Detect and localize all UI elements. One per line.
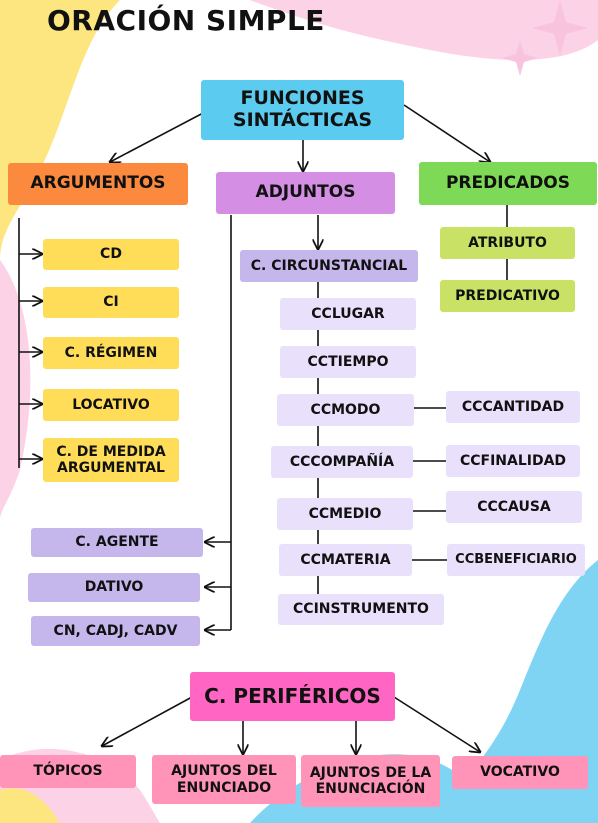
cc-medio: CCMEDIO bbox=[277, 498, 413, 530]
cc-modo: CCMODO bbox=[277, 394, 414, 426]
periferico-vocativo: VOCATIVO bbox=[452, 756, 588, 789]
pink-blob-left bbox=[0, 260, 31, 520]
argumento-medida: C. DE MEDIDA ARGUMENTAL bbox=[43, 438, 179, 482]
adjunto-cn-cadj-cadv: CN, CADJ, CADV bbox=[31, 616, 200, 646]
adjunto-dativo: DATIVO bbox=[28, 573, 200, 602]
argumentos-node: ARGUMENTOS bbox=[8, 163, 188, 205]
predicado-atributo: ATRIBUTO bbox=[440, 227, 575, 259]
diagram-title: ORACIÓN SIMPLE bbox=[47, 4, 325, 37]
perifericos-node: C. PERIFÉRICOS bbox=[190, 672, 395, 721]
cc-lugar: CCLUGAR bbox=[280, 298, 416, 330]
yellow-blob bbox=[0, 0, 120, 260]
root-line-1: FUNCIONES bbox=[240, 87, 365, 110]
ajuntos-enunciacion-line-1: AJUNTOS DE LA bbox=[309, 764, 432, 781]
predicados-node: PREDICADOS bbox=[419, 162, 597, 205]
adjuntos-node: ADJUNTOS bbox=[216, 172, 395, 214]
cc-compania: CCCOMPAÑÍA bbox=[271, 446, 413, 478]
cc-beneficiario: CCBENEFICIARIO bbox=[447, 544, 585, 576]
predicado-predicativo: PREDICATIVO bbox=[440, 280, 575, 312]
argumento-medida-line-2: ARGUMENTAL bbox=[57, 460, 165, 476]
funciones-sintacticas-node: FUNCIONES SINTÁCTICAS bbox=[201, 80, 404, 140]
root-line-2: SINTÁCTICAS bbox=[232, 109, 373, 131]
cc-materia: CCMATERIA bbox=[279, 544, 412, 576]
cc-cantidad: CCCANTIDAD bbox=[446, 391, 580, 423]
ajuntos-enunciacion-line-2: ENUNCIACIÓN bbox=[315, 781, 426, 797]
pink-blob-top bbox=[250, 0, 598, 60]
periferico-topicos: TÓPICOS bbox=[0, 755, 136, 788]
ajuntos-enunciado-line-2: ENUNCIADO bbox=[176, 779, 272, 796]
cc-causa: CCCAUSA bbox=[446, 491, 582, 523]
ajuntos-enunciado-line-1: AJUNTOS DEL bbox=[171, 763, 277, 780]
complemento-circunstancial: C. CIRCUNSTANCIAL bbox=[240, 250, 418, 282]
yellow-blob-bottom bbox=[0, 788, 60, 823]
cc-instrumento: CCINSTRUMENTO bbox=[278, 594, 444, 625]
argumento-cd: CD bbox=[43, 239, 179, 270]
cc-finalidad: CCFINALIDAD bbox=[446, 445, 580, 477]
argumento-locativo: LOCATIVO bbox=[43, 389, 179, 421]
adjunto-agente: C. AGENTE bbox=[31, 528, 203, 557]
argumento-ci: CI bbox=[43, 287, 179, 318]
periferico-ajuntos-enunciado: AJUNTOS DEL ENUNCIADO bbox=[152, 755, 296, 804]
argumento-regimen: C. RÉGIMEN bbox=[43, 337, 179, 369]
cc-tiempo: CCTIEMPO bbox=[280, 346, 416, 378]
argumento-medida-line-1: C. DE MEDIDA bbox=[56, 443, 166, 460]
sparkle-icon bbox=[502, 0, 588, 76]
periferico-ajuntos-enunciacion: AJUNTOS DE LA ENUNCIACIÓN bbox=[301, 755, 440, 807]
